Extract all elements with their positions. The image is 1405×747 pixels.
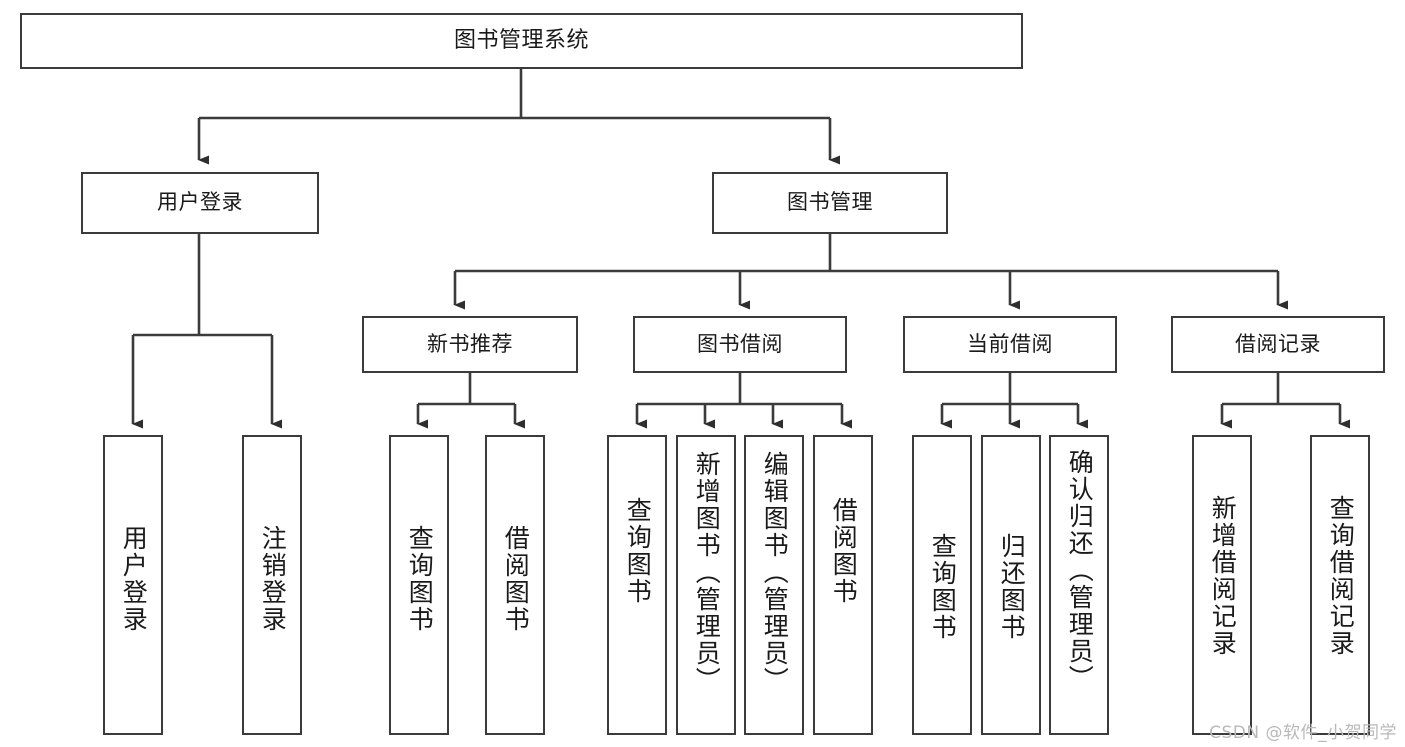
leaf-confirm-return-admin[interactable]: 确认归还（管理员） (1049, 435, 1109, 735)
node-label: 图书管理 (787, 190, 873, 215)
leaf-borrow-book-recommend[interactable]: 借阅图书 (485, 435, 545, 735)
node-label: 查询图书 (928, 533, 958, 641)
leaf-borrow-book[interactable]: 借阅图书 (813, 435, 873, 735)
node-root-system[interactable]: 图书管理系统 (20, 13, 1023, 69)
leaf-search-borrow-record[interactable]: 查询借阅记录 (1310, 435, 1370, 735)
node-book-management[interactable]: 图书管理 (712, 172, 948, 234)
node-label: 借阅图书 (829, 497, 859, 605)
node-label: 用户登录 (119, 525, 149, 633)
leaf-return-book[interactable]: 归还图书 (981, 435, 1041, 735)
node-label: 新书推荐 (427, 331, 513, 356)
node-label: 查询借阅记录 (1326, 495, 1356, 657)
leaf-add-borrow-record[interactable]: 新增借阅记录 (1192, 435, 1252, 735)
leaf-search-book-recommend[interactable]: 查询图书 (389, 435, 449, 735)
node-label: 注销登录 (258, 525, 288, 633)
node-label: 确认归还（管理员） (1065, 449, 1095, 692)
node-label: 新增借阅记录 (1208, 495, 1238, 657)
node-label: 新增图书（管理员） (692, 451, 722, 694)
csdn-watermark: CSDN @软件_小贺同学 (1209, 723, 1397, 743)
node-label: 图书管理系统 (453, 27, 589, 53)
node-label: 图书借阅 (697, 331, 783, 356)
node-label: 借阅记录 (1235, 331, 1321, 356)
leaf-search-book-current[interactable]: 查询图书 (912, 435, 972, 735)
node-current-borrow[interactable]: 当前借阅 (903, 316, 1117, 373)
leaf-edit-book-admin[interactable]: 编辑图书（管理员） (744, 435, 804, 735)
node-new-book-recommend[interactable]: 新书推荐 (362, 316, 578, 373)
node-label: 借阅图书 (501, 525, 531, 633)
node-user-login[interactable]: 用户登录 (81, 172, 319, 234)
node-book-borrow[interactable]: 图书借阅 (633, 316, 847, 373)
node-label: 编辑图书（管理员） (760, 451, 790, 694)
leaf-add-book-admin[interactable]: 新增图书（管理员） (676, 435, 736, 735)
leaf-logout[interactable]: 注销登录 (242, 435, 302, 735)
leaf-search-book-borrow[interactable]: 查询图书 (607, 435, 667, 735)
node-label: 用户登录 (157, 190, 243, 215)
node-label: 查询图书 (623, 497, 653, 605)
node-borrow-records[interactable]: 借阅记录 (1171, 316, 1385, 373)
node-label: 当前借阅 (967, 331, 1053, 356)
node-label: 归还图书 (997, 533, 1027, 641)
leaf-user-login[interactable]: 用户登录 (103, 435, 163, 735)
node-label: 查询图书 (405, 525, 435, 633)
